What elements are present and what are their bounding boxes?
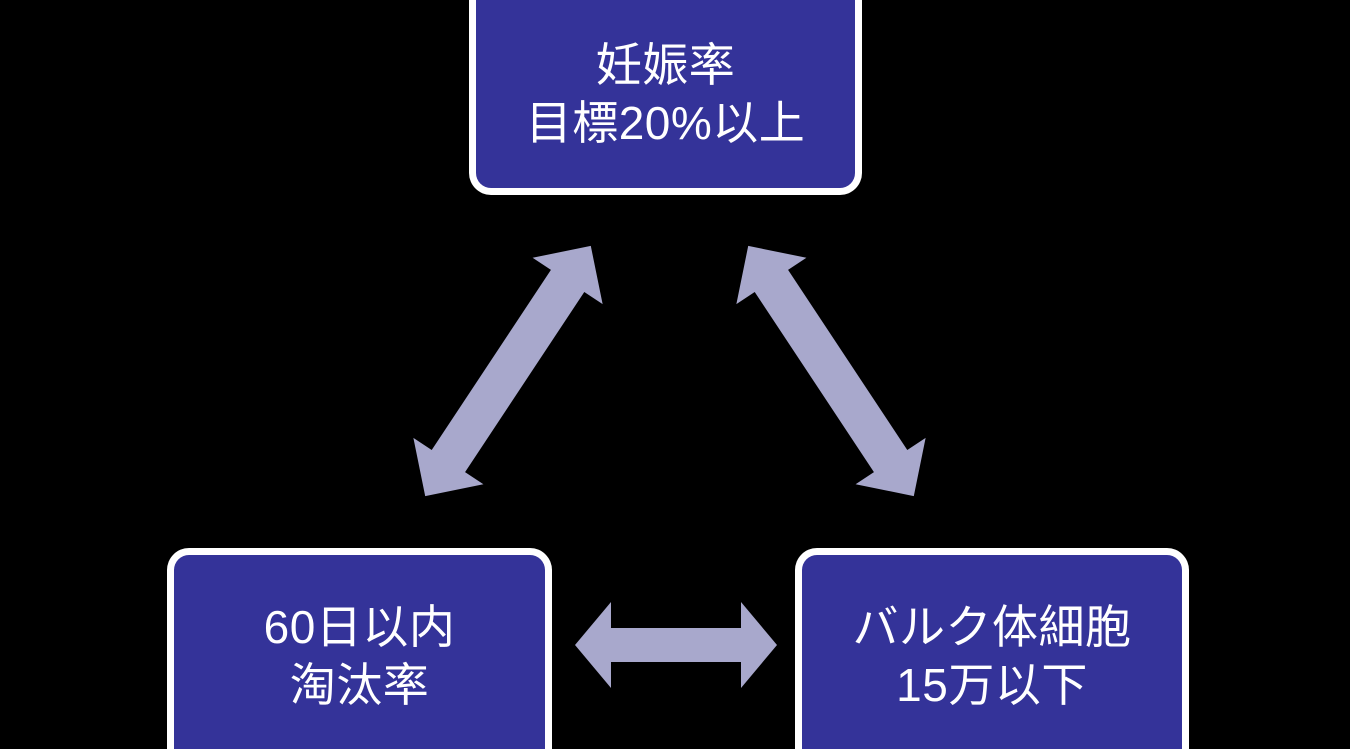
node-pregnancy-rate-line-2: 目標20%以上: [525, 97, 806, 149]
node-pregnancy-rate-line-1: 妊娠率: [595, 38, 736, 91]
arrow-bottom-horizontal: [575, 602, 777, 688]
node-pregnancy-rate[interactable]: 妊娠率 目標20%以上: [469, 0, 862, 195]
node-culling-rate-line-2: 淘汰率: [289, 659, 430, 711]
node-culling-rate[interactable]: 60日以内 淘汰率: [167, 548, 552, 749]
node-bulk-somatic-cells[interactable]: バルク体細胞 15万以下: [795, 548, 1189, 749]
arrow-right-diagonal: [736, 245, 926, 497]
node-bulk-somatic-cells-line-1: バルク体細胞: [852, 600, 1132, 653]
node-bulk-somatic-cells-line-2: 15万以下: [896, 659, 1088, 711]
node-culling-rate-line-1: 60日以内: [263, 600, 456, 653]
arrow-left-diagonal: [413, 245, 603, 497]
